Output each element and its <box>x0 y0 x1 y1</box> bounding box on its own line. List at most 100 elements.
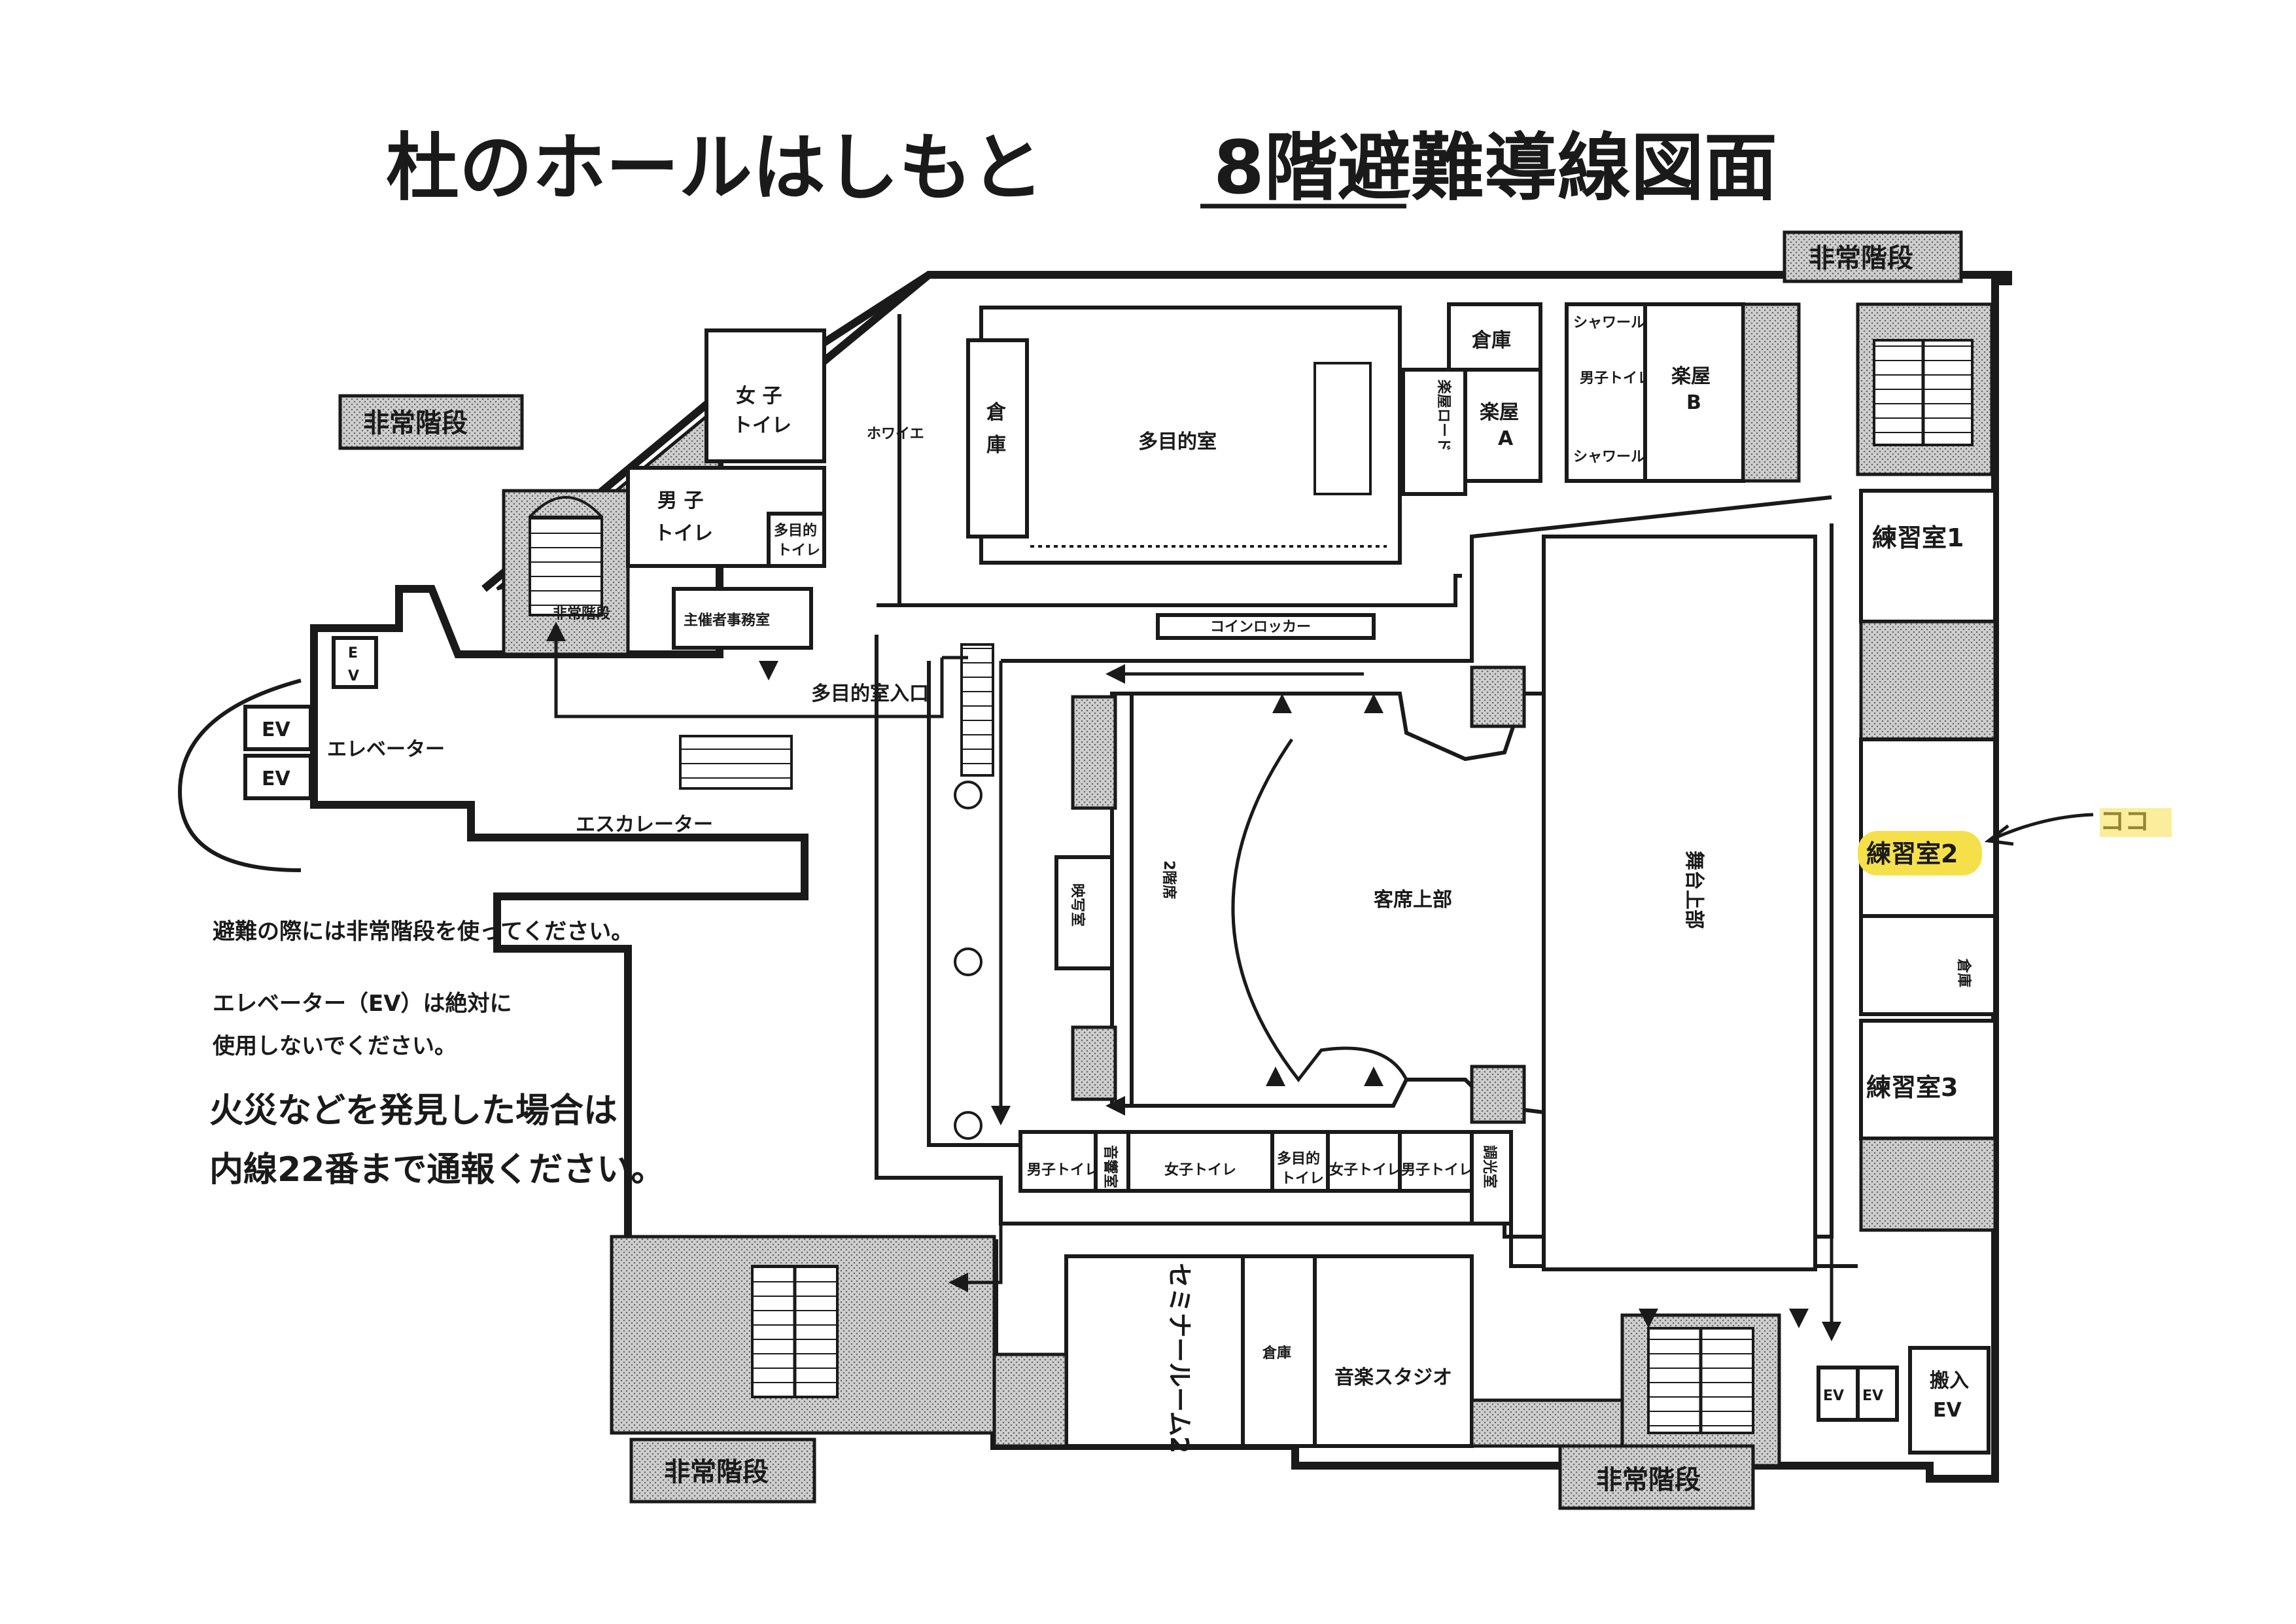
freight-ev-l1: 搬入 <box>1930 1369 1969 1392</box>
ev-4 <box>1856 1366 1899 1422</box>
corridor-main-h <box>877 574 1462 607</box>
room-projection <box>1054 855 1114 970</box>
room-practice-1-text: 練習室1 <box>1872 523 1964 552</box>
tag-stairs-top-right-text: 非常階段 <box>1809 243 1913 274</box>
room-gakuya-a <box>1463 368 1542 483</box>
room-storage-left-l1: 倉 <box>986 401 1007 424</box>
room-gakuya-a-l2: A <box>1498 427 1514 450</box>
hatch-practice-gap-1 <box>1859 620 1997 741</box>
note-line-1: 避難の際には非常階段を使ってください。 <box>213 919 633 945</box>
elevator-hall-outline <box>177 679 302 872</box>
note-line-2: エレベーター（EV）は絶対に <box>213 991 512 1017</box>
room-music-studio <box>1313 1254 1474 1448</box>
ev-3 <box>1817 1366 1860 1422</box>
ev-small-l2: V <box>348 668 359 684</box>
room-storage-left <box>966 338 1029 538</box>
spiral-stair-bottom <box>1470 1065 1526 1124</box>
title-floor: 8階避難導線図面 <box>1213 126 1777 211</box>
note-line-5: 内線22番まで通報ください。 <box>209 1150 665 1190</box>
shower-block <box>1565 302 1647 483</box>
room-womens-toilet-l2: トイレ <box>733 414 791 437</box>
room-womens-toilet-bottom-text: 女子トイレ <box>1164 1161 1236 1178</box>
escalator-flight <box>679 735 793 790</box>
room-seminar-2-text: セミナールーム2 <box>1165 1263 1194 1453</box>
room-womens-toilet-bottom-2-text: 女子トイレ <box>1329 1161 1401 1178</box>
building-outline <box>310 271 2012 1483</box>
room-storage-side: 倉庫 <box>1955 958 1972 987</box>
hatch-bottom-middle <box>1470 1398 1624 1448</box>
tag-stairs-bottom-left <box>629 1438 816 1504</box>
corridor-inner-top <box>1001 495 1832 663</box>
room-multi-toilet-bottom-l1: 多目的 <box>1277 1150 1320 1167</box>
hatch-column-right <box>1741 302 1801 483</box>
marker-arrowhead <box>1984 824 2014 846</box>
room-sound-text: 音響室 <box>1102 1145 1119 1188</box>
room-mens-toilet-bottom-text: 男子トイレ <box>1027 1162 1099 1178</box>
seating-curve <box>1231 738 1408 1083</box>
room-emergency-stair-label: 非常階段 <box>553 605 610 622</box>
room-womens-toilet-bottom-2 <box>1326 1130 1402 1193</box>
room-multipurpose-entrance: 多目的室入口 <box>811 682 929 705</box>
room-mens-toilet-l1: 男 子 <box>657 489 703 512</box>
tag-stairs-bottom-left-text: 非常階段 <box>664 1457 769 1487</box>
room-womens-toilet-bottom <box>1126 1130 1274 1193</box>
room-music-studio-text: 音楽スタジオ <box>1334 1366 1452 1389</box>
storage-side <box>1859 914 1997 1016</box>
practice-2-highlight <box>1858 831 1982 875</box>
room-storage-top-text: 倉庫 <box>1471 329 1511 352</box>
tag-stairs-bottom-right <box>1558 1444 1755 1510</box>
room-projection-text: 映写室 <box>1069 883 1086 927</box>
room-organizer-office <box>672 587 813 650</box>
room-storage-left-l2: 庫 <box>986 434 1006 457</box>
room-lighting-text: 調光室 <box>1481 1145 1498 1188</box>
room-mens-toilet-bottom-2-text: 男子トイレ <box>1401 1162 1473 1178</box>
ev-small-l1: E <box>348 645 358 662</box>
room-sound <box>1094 1130 1130 1193</box>
ev-1-text: EV <box>262 718 290 741</box>
ev-2-text: EV <box>262 768 290 790</box>
room-mens-toilet-bottom-2 <box>1398 1130 1474 1193</box>
room-gakuya-b-l1: 楽屋 <box>1671 365 1711 388</box>
room-balcony-2f: 2階席 <box>1160 860 1177 899</box>
ev-3-text: EV <box>1823 1388 1844 1404</box>
room-storage-bottom-text: 倉庫 <box>1262 1345 1291 1362</box>
room-womens-toilet-l1: 女 子 <box>736 385 782 408</box>
tag-stairs-top-left-text: 非常階段 <box>363 408 468 438</box>
tag-stairs-top-right <box>1783 230 1963 283</box>
ev-2 <box>243 754 313 800</box>
room-gakuya-toilet: 男子トイレ <box>1580 370 1652 387</box>
room-foyer: ホワイエ <box>867 426 924 442</box>
hatch-left-auditorium-top <box>1071 695 1117 810</box>
room-lighting <box>1470 1130 1513 1226</box>
room-organizer-office-text: 主催者事務室 <box>684 612 770 629</box>
marker-koko-highlight <box>2100 808 2172 837</box>
room-storage-top <box>1447 302 1542 372</box>
room-mens-toilet-bottom <box>1018 1130 1098 1193</box>
room-multi-toilet-l1: 多目的 <box>774 522 817 539</box>
marker-arrow <box>1987 813 2094 843</box>
room-upper-seating: 客席上部 <box>1374 889 1452 911</box>
room-womens-toilet <box>704 328 826 463</box>
room-practice-2 <box>1859 737 1997 918</box>
room-elevator-hall: エレベーター <box>327 738 445 761</box>
upper-seating <box>1130 692 1546 1115</box>
hatch-bottom-left <box>992 1352 1068 1448</box>
evacuation-routes <box>546 622 1841 1341</box>
freight-ev <box>1908 1346 1991 1455</box>
ev-1 <box>243 705 313 751</box>
coin-locker <box>1156 613 1376 640</box>
room-practice-3-text: 練習室3 <box>1866 1073 1958 1102</box>
room-multi-toilet-bottom-l2: トイレ <box>1281 1171 1324 1187</box>
tag-stairs-bottom-right-text: 非常階段 <box>1596 1465 1701 1495</box>
room-escalator: エスカレーター <box>576 813 713 836</box>
room-practice-2-text: 練習室2 <box>1866 839 1958 868</box>
ev-small <box>332 636 378 689</box>
room-coin-locker: コインロッカー <box>1210 619 1311 635</box>
room-gakuya-b-l2: B <box>1686 391 1701 414</box>
room-stage-upper: 舞台上部 <box>1682 851 1705 929</box>
room-gakuya-b <box>1643 302 1745 483</box>
room-corridor-v: 楽屋ロード <box>1435 380 1452 451</box>
room-practice-3 <box>1859 1019 1997 1140</box>
room-practice-1 <box>1859 489 1997 624</box>
